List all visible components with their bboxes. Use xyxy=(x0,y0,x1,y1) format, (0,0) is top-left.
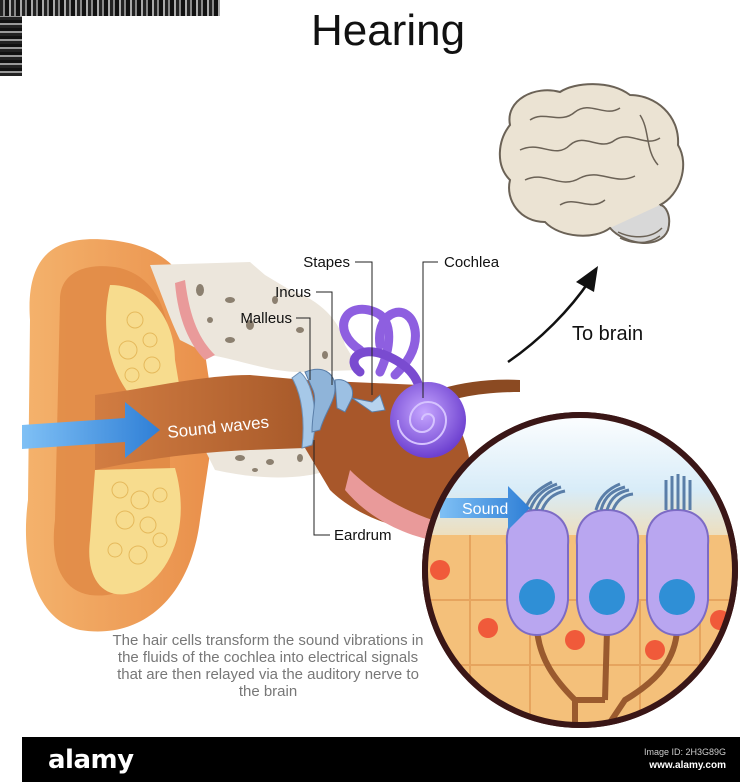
site-url[interactable]: www.alamy.com xyxy=(649,760,726,771)
label-incus: Incus xyxy=(275,284,311,301)
image-id: Image ID: 2H3G89G xyxy=(644,747,726,757)
brain-illustration xyxy=(500,84,683,243)
label-stapes: Stapes xyxy=(303,254,350,271)
label-to-brain: To brain xyxy=(572,323,643,345)
label-eardrum: Eardrum xyxy=(334,527,392,544)
footer-bar: alamy Image ID: 2H3G89G www.alamy.com xyxy=(22,737,740,782)
to-brain-arrow xyxy=(508,266,598,362)
label-cochlea: Cochlea xyxy=(444,254,500,271)
label-sound: Sound xyxy=(462,501,508,518)
hair-cells-magnified-view: Sound xyxy=(420,410,740,740)
alamy-logo: alamy xyxy=(48,745,134,775)
caption: The hair cells transform the sound vibra… xyxy=(108,632,428,700)
label-malleus: Malleus xyxy=(240,310,292,327)
